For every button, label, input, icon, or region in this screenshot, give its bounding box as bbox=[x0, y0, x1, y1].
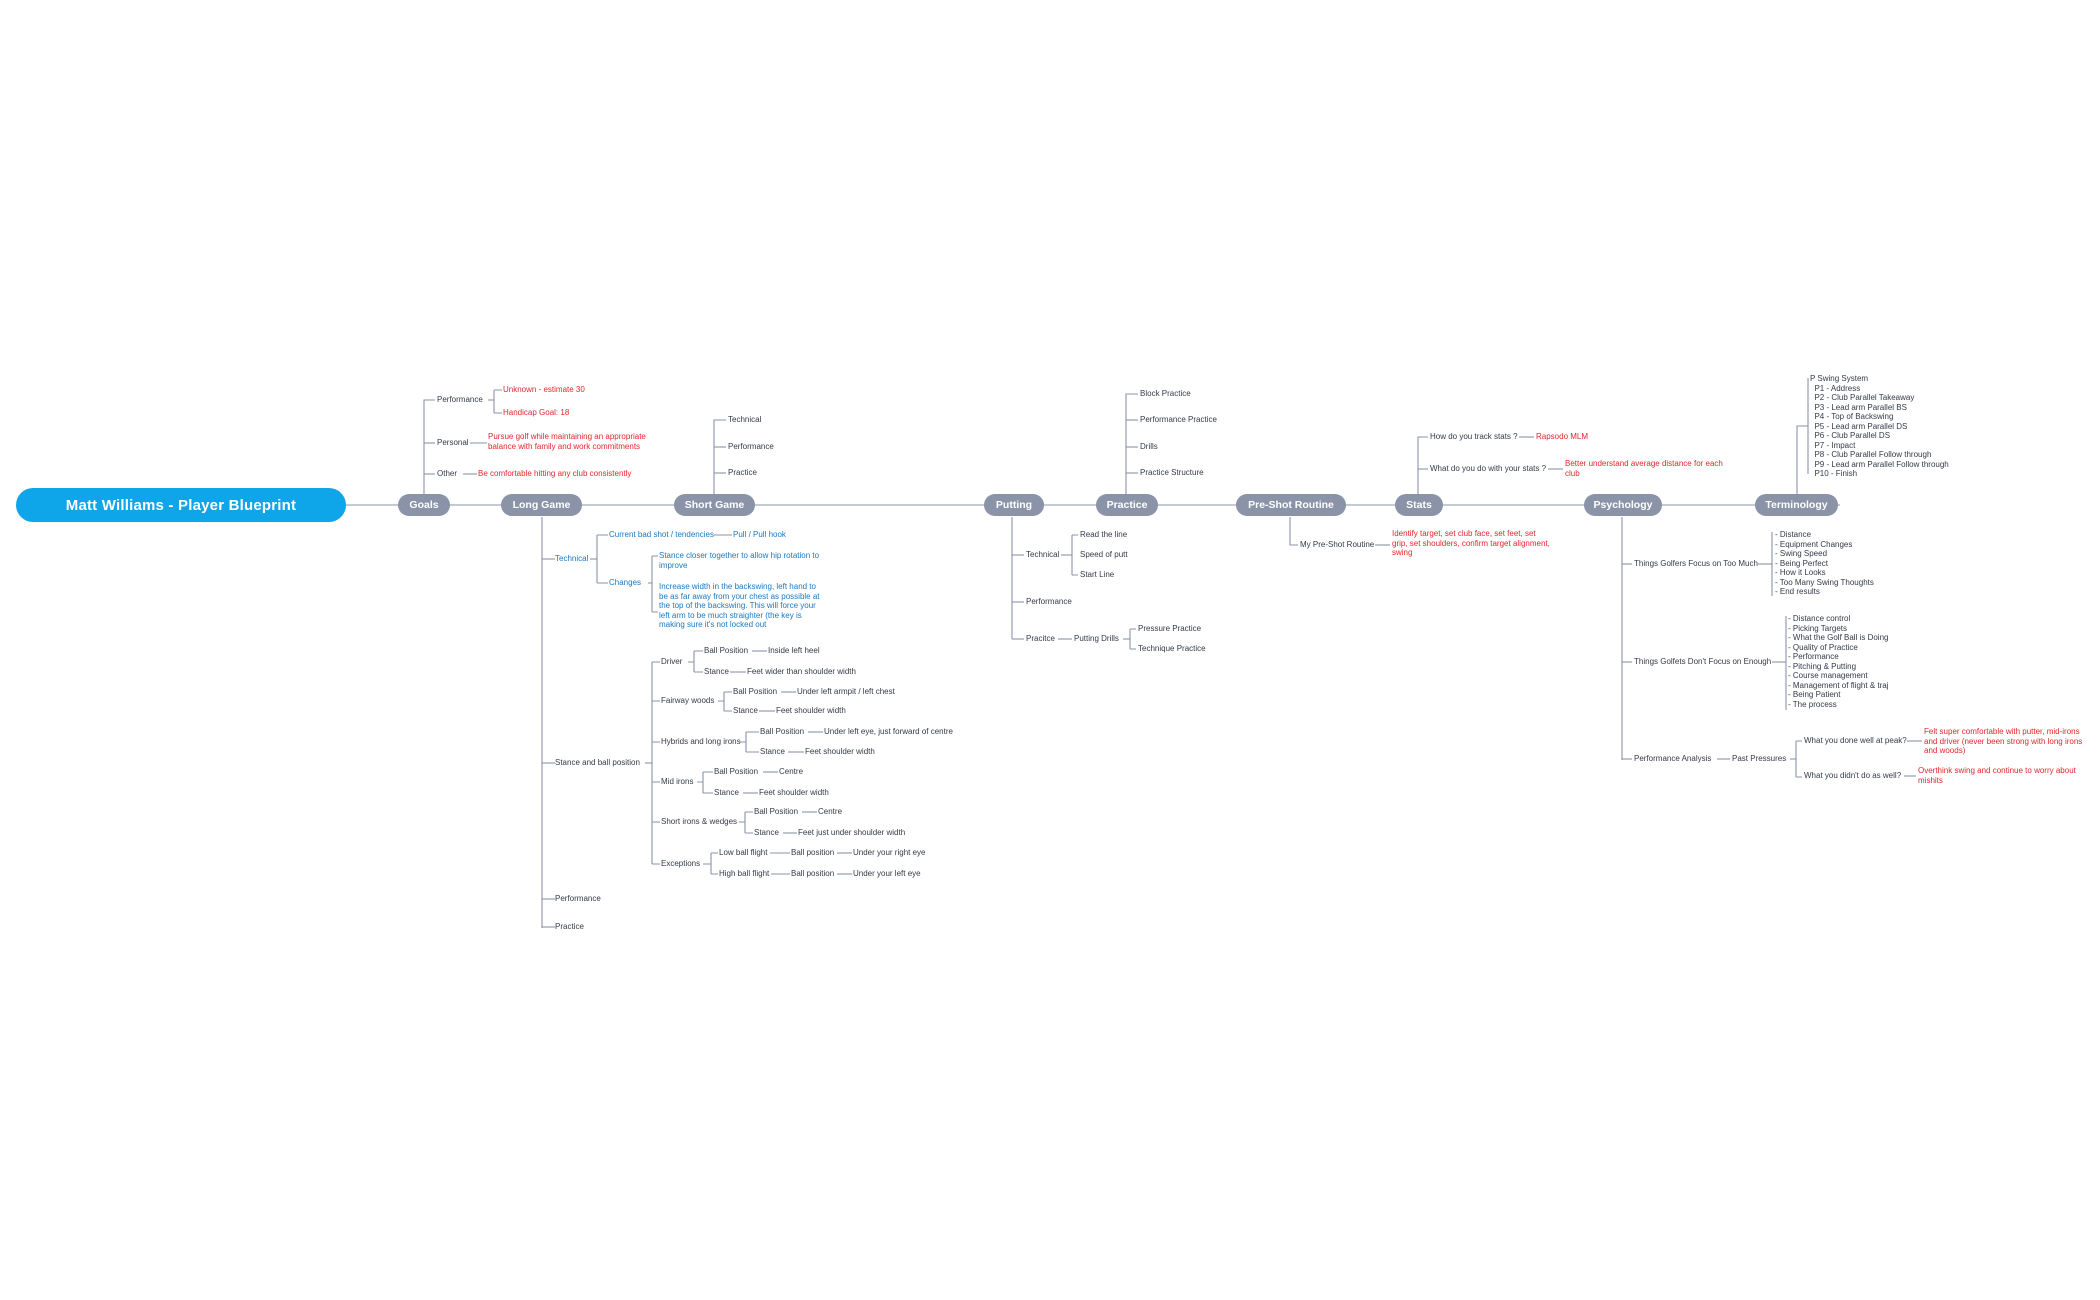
high-ball-label[interactable]: Ball position bbox=[791, 869, 835, 878]
root-topic[interactable]: Matt Williams - Player Blueprint bbox=[16, 488, 346, 522]
putting-speed[interactable]: Speed of putt bbox=[1080, 550, 1128, 559]
driver-stance[interactable]: Feet wider than shoulder width bbox=[747, 667, 856, 676]
low-ball-flight[interactable]: Low ball flight bbox=[719, 848, 768, 857]
fairway-ball[interactable]: Under left armpit / left chest bbox=[797, 687, 895, 696]
short-game-practice[interactable]: Practice bbox=[728, 468, 757, 477]
goals-personal[interactable]: Personal bbox=[437, 438, 469, 447]
psychology-past-pressures[interactable]: Past Pressures bbox=[1732, 754, 1787, 763]
short-stance-label[interactable]: Stance bbox=[754, 828, 779, 837]
psychology-didnt-answer[interactable]: Overthink swing and continue to worry ab… bbox=[1918, 766, 2076, 785]
fairway-stance-label[interactable]: Stance bbox=[733, 706, 758, 715]
hybrids-stance[interactable]: Feet shoulder width bbox=[805, 747, 875, 756]
driver-ball-label[interactable]: Ball Position bbox=[704, 646, 749, 655]
long-game-performance[interactable]: Performance bbox=[555, 894, 601, 903]
psychology-peak-question[interactable]: What you done well at peak? bbox=[1804, 736, 1907, 745]
hybrids-ball-label[interactable]: Ball Position bbox=[760, 727, 805, 736]
short-stance[interactable]: Feet just under shoulder width bbox=[798, 828, 906, 837]
psychology-not-enough[interactable]: Things Golfets Don't Focus on Enough bbox=[1634, 657, 1772, 666]
pre-shot-routine[interactable]: My Pre-Shot Routine bbox=[1300, 540, 1375, 549]
goals-performance[interactable]: Performance bbox=[437, 395, 483, 404]
branch-long-game[interactable]: Long Game bbox=[501, 494, 582, 516]
psychology-not-enough-list[interactable]: - Distance control - Picking Targets - W… bbox=[1788, 614, 1889, 709]
driver-stance-label[interactable]: Stance bbox=[704, 667, 729, 676]
low-ball-label[interactable]: Ball position bbox=[791, 848, 835, 857]
high-ball-flight[interactable]: High ball flight bbox=[719, 869, 770, 878]
long-game-short-irons[interactable]: Short irons & wedges bbox=[661, 817, 738, 826]
long-game-technical[interactable]: Technical bbox=[555, 554, 589, 563]
putting-read-line[interactable]: Read the line bbox=[1080, 530, 1128, 539]
hybrids-ball[interactable]: Under left eye, just forward of centre bbox=[824, 727, 953, 736]
long-game-practice[interactable]: Practice bbox=[555, 922, 584, 931]
stats-track-question[interactable]: How do you track stats ? bbox=[1430, 432, 1518, 441]
mid-stance[interactable]: Feet shoulder width bbox=[759, 788, 829, 797]
putting-pressure-practice[interactable]: Pressure Practice bbox=[1138, 624, 1202, 633]
putting-technical[interactable]: Technical bbox=[1026, 550, 1060, 559]
pre-shot-routine-note[interactable]: Identify target, set club face, set feet… bbox=[1392, 529, 1550, 557]
long-game-driver[interactable]: Driver bbox=[661, 657, 683, 666]
practice-drills[interactable]: Drills bbox=[1140, 442, 1158, 451]
putting-drills[interactable]: Putting Drills bbox=[1074, 634, 1119, 643]
psychology-too-much[interactable]: Things Golfers Focus on Too Much bbox=[1634, 559, 1758, 568]
branch-psychology[interactable]: Psychology bbox=[1584, 494, 1662, 516]
goals-performance-estimate[interactable]: Unknown - estimate 30 bbox=[503, 385, 585, 394]
practice-structure[interactable]: Practice Structure bbox=[1140, 468, 1204, 477]
high-ball[interactable]: Under your left eye bbox=[853, 869, 921, 878]
psychology-peak-answer[interactable]: Felt super comfortable with putter, mid-… bbox=[1924, 727, 2083, 755]
low-ball[interactable]: Under your right eye bbox=[853, 848, 926, 857]
long-game-stance-ball[interactable]: Stance and ball position bbox=[555, 758, 640, 767]
branch-stats[interactable]: Stats bbox=[1395, 494, 1443, 516]
long-game-bad-shot[interactable]: Current bad shot / tendencies bbox=[609, 530, 714, 539]
long-game-exceptions[interactable]: Exceptions bbox=[661, 859, 701, 868]
branch-terminology[interactable]: Terminology bbox=[1755, 494, 1838, 516]
mid-ball[interactable]: Centre bbox=[779, 767, 804, 776]
terminology-list[interactable]: P Swing System P1 - Address P2 - Club Pa… bbox=[1810, 374, 1949, 478]
short-ball[interactable]: Centre bbox=[818, 807, 843, 816]
stats-track-answer[interactable]: Rapsodo MLM bbox=[1536, 432, 1589, 441]
long-game-fairway-woods[interactable]: Fairway woods bbox=[661, 696, 715, 705]
putting-practice[interactable]: Pracitce bbox=[1026, 634, 1055, 643]
mid-ball-label[interactable]: Ball Position bbox=[714, 767, 759, 776]
hybrids-stance-label[interactable]: Stance bbox=[760, 747, 785, 756]
psychology-didnt-question[interactable]: What you didn't do as well? bbox=[1804, 771, 1902, 780]
mid-stance-label[interactable]: Stance bbox=[714, 788, 739, 797]
driver-ball[interactable]: Inside left heel bbox=[768, 646, 820, 655]
fairway-stance[interactable]: Feet shoulder width bbox=[776, 706, 846, 715]
goals-other[interactable]: Other bbox=[437, 469, 458, 478]
stats-do-question[interactable]: What do you do with your stats ? bbox=[1430, 464, 1547, 473]
branch-short-game[interactable]: Short Game bbox=[674, 494, 755, 516]
goals-personal-note[interactable]: Pursue golf while maintaining an appropr… bbox=[488, 432, 646, 451]
long-game-change-2[interactable]: Increase width in the backswing, left ha… bbox=[659, 582, 820, 629]
putting-technique-practice[interactable]: Technique Practice bbox=[1138, 644, 1206, 653]
short-game-technical[interactable]: Technical bbox=[728, 415, 762, 424]
branch-pre-shot-routine[interactable]: Pre-Shot Routine bbox=[1236, 494, 1346, 516]
branch-practice[interactable]: Practice bbox=[1096, 494, 1158, 516]
short-ball-label[interactable]: Ball Position bbox=[754, 807, 799, 816]
long-game-hybrids[interactable]: Hybrids and long irons bbox=[661, 737, 741, 746]
long-game-bad-shot-value[interactable]: Pull / Pull hook bbox=[733, 530, 786, 539]
psychology-too-much-list[interactable]: - Distance - Equipment Changes - Swing S… bbox=[1775, 530, 1874, 596]
putting-performance[interactable]: Performance bbox=[1026, 597, 1072, 606]
branch-putting[interactable]: Putting bbox=[984, 494, 1044, 516]
long-game-mid-irons[interactable]: Mid irons bbox=[661, 777, 694, 786]
stats-do-answer[interactable]: Better understand average distance for e… bbox=[1565, 459, 1723, 478]
practice-performance[interactable]: Performance Practice bbox=[1140, 415, 1217, 424]
putting-start-line[interactable]: Start Line bbox=[1080, 570, 1115, 579]
fairway-ball-label[interactable]: Ball Position bbox=[733, 687, 778, 696]
psychology-performance-analysis[interactable]: Performance Analysis bbox=[1634, 754, 1712, 763]
practice-block[interactable]: Block Practice bbox=[1140, 389, 1191, 398]
short-game-performance[interactable]: Performance bbox=[728, 442, 774, 451]
branch-goals[interactable]: Goals bbox=[398, 494, 450, 516]
long-game-changes[interactable]: Changes bbox=[609, 578, 642, 587]
goals-handicap-goal[interactable]: Handicap Goal: 18 bbox=[503, 408, 570, 417]
goals-other-note[interactable]: Be comfortable hitting any club consiste… bbox=[478, 469, 632, 478]
long-game-change-1[interactable]: Stance closer together to allow hip rota… bbox=[659, 551, 820, 570]
